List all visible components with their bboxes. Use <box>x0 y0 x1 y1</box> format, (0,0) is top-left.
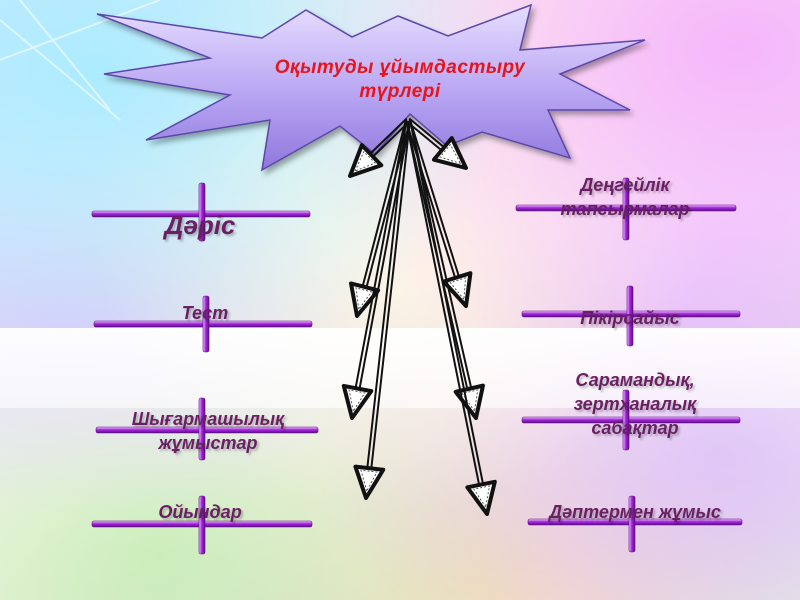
left-item-test: Тест <box>181 303 229 323</box>
background-lower-glow <box>0 408 800 600</box>
central-starburst <box>96 3 646 172</box>
cross-right-4 <box>527 495 743 553</box>
light-rays <box>0 0 161 121</box>
arrow-group <box>341 117 497 516</box>
arrow-down-4 <box>405 119 485 420</box>
central-title: Оқытуды ұйымдастыру түрлері <box>274 57 526 102</box>
arrow-down-2 <box>405 119 473 308</box>
cross-right-2 <box>521 285 741 347</box>
background-light-band <box>0 328 800 408</box>
arrow-up-right <box>406 117 468 170</box>
cross-right-1 <box>515 177 737 241</box>
cross-left-2 <box>93 295 313 353</box>
cross-marker-group <box>91 177 743 555</box>
right-item-lab-lessons: Сарамандық, зертханалық сабақтар <box>573 370 697 438</box>
arrow-down-6 <box>405 119 497 516</box>
cross-left-3 <box>95 397 319 461</box>
cross-left-1 <box>91 182 311 242</box>
left-item-lecture: Дәріс <box>164 210 236 240</box>
cross-left-4 <box>91 495 313 555</box>
left-item-creative-work: Шығармашылық жұмыстар <box>131 409 285 453</box>
right-item-debate: Пікірсайыс <box>580 308 680 328</box>
left-item-games: Ойындар <box>158 502 242 522</box>
right-item-notebook-work: Дәптермен жұмыс <box>549 502 721 522</box>
right-item-level-tasks: Деңгейлік тапсырмалар <box>560 175 690 219</box>
arrow-down-5 <box>353 119 411 500</box>
cross-right-3 <box>521 389 741 451</box>
